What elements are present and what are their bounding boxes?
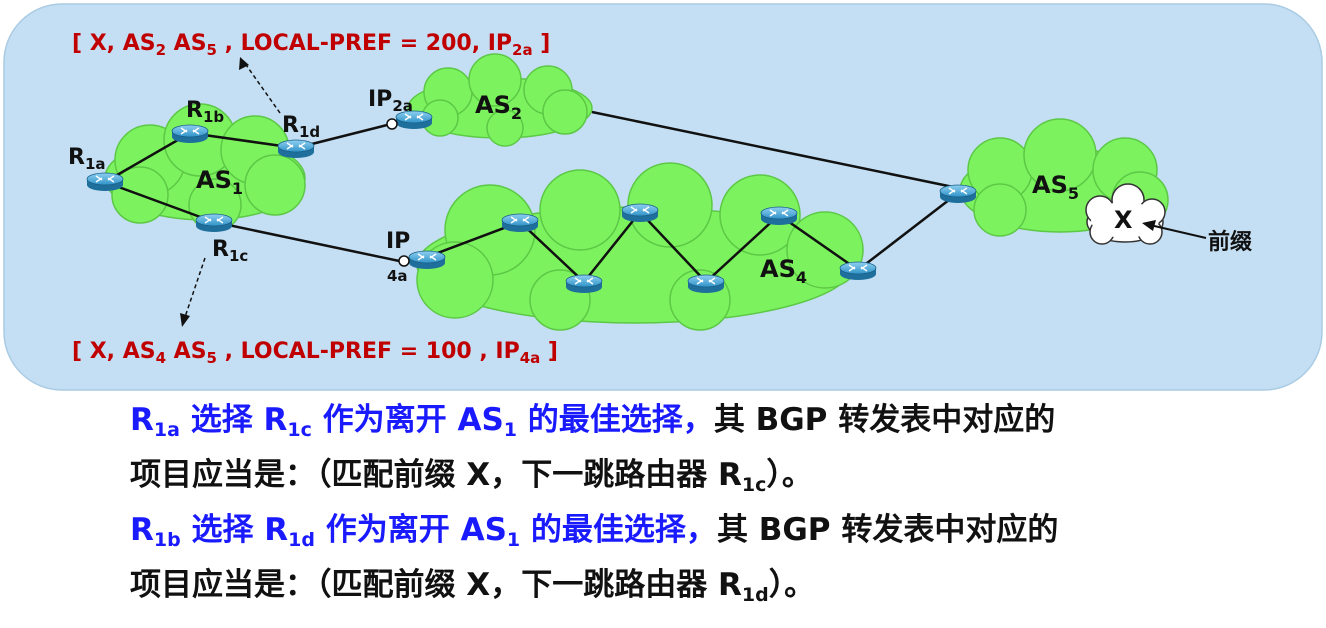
- bgp-network-diagram: [ X, AS2 AS5 , LOCAL-PREF = 200, IP2a ] …: [3, 3, 1323, 391]
- label-r1d: R1d: [282, 113, 320, 141]
- as4-internal-path: [426, 192, 959, 284]
- interface-ip4a: [398, 255, 410, 267]
- link-as2-as5: [591, 110, 959, 190]
- label-as2: AS2: [475, 91, 522, 123]
- label-ip4a: IP: [386, 229, 410, 254]
- router-as4-ip4a: [408, 250, 446, 270]
- explanation-line-4: 项目应当是：（匹配前缀 X，下一跳路由器 R1d）。: [130, 567, 816, 606]
- prefix-arrow: [1149, 224, 1207, 239]
- link-r1c-ip4a: [213, 220, 405, 264]
- router-r1c: [195, 213, 233, 233]
- router-as5: [939, 184, 977, 204]
- label-as1: AS1: [196, 166, 243, 198]
- label-as4: AS4: [760, 255, 807, 287]
- label-r1a: R1a: [68, 145, 106, 173]
- explanation-line-2: 项目应当是：（匹配前缀 X，下一跳路由器 R1c）。: [130, 457, 813, 496]
- link-r1a-r1c: [104, 180, 215, 224]
- explanation-line-3: R1b 选择 R1d 作为离开 AS1 的最佳选择，其 BGP 转发表中对应的: [130, 512, 1059, 551]
- interface-ip2a: [386, 118, 398, 130]
- link-r1a-r1b: [104, 131, 191, 184]
- router-as4-3: [621, 203, 659, 223]
- as4-cloud: [416, 162, 864, 331]
- label-ip2a: IP2a: [368, 87, 413, 115]
- as2-cloud: [407, 53, 593, 147]
- router-as4-6: [839, 261, 877, 281]
- router-r1d: [277, 139, 315, 159]
- prefix-label: 前缀: [1208, 229, 1253, 255]
- explanation-line-1: R1a 选择 R1c 作为离开 AS1 的最佳选择，其 BGP 转发表中对应的: [130, 402, 1056, 441]
- label-r1c: R1c: [212, 237, 248, 265]
- router-as4-5: [760, 206, 798, 226]
- label-as5: AS5: [1032, 171, 1079, 203]
- route-advert-top: [ X, AS2 AS5 , LOCAL-PREF = 200, IP2a ]: [72, 31, 550, 59]
- label-r1b: R1b: [186, 98, 224, 126]
- router-r1a: [86, 172, 124, 192]
- prefix-x-label: X: [1114, 206, 1133, 234]
- label-ip4a-sub: 4a: [387, 267, 408, 285]
- advert-arrow-bottom: [183, 257, 206, 321]
- router-as4-1: [501, 213, 539, 233]
- route-advert-bottom: [ X, AS4 AS5 , LOCAL-PREF = 100 , IP4a ]: [72, 339, 558, 367]
- router-r1b: [171, 124, 209, 144]
- router-as4-2: [565, 274, 603, 294]
- as1-cloud: [104, 103, 306, 232]
- router-as4-4: [687, 274, 725, 294]
- advert-arrow-top: [243, 61, 281, 114]
